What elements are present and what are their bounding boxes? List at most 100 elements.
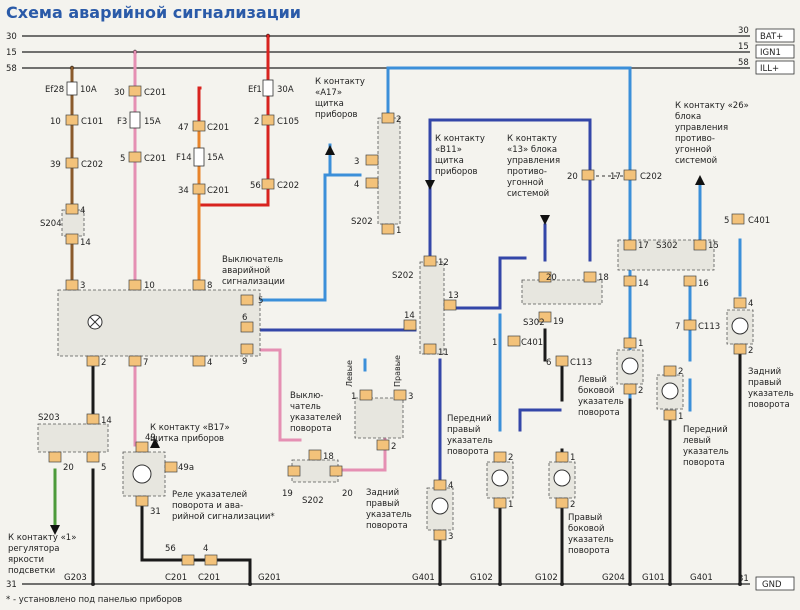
label-left-side-1: Левый <box>578 375 607 385</box>
splice-s202-upper-label: S202 <box>351 217 373 227</box>
pin-label: 49а <box>178 463 194 473</box>
pin-label: 10 <box>50 117 61 127</box>
label-a17-4: приборов <box>315 110 358 120</box>
pin-label: 18 <box>598 273 609 283</box>
label-rear-right-4: поворота <box>366 521 408 531</box>
label-c26-4: противо- <box>675 134 715 144</box>
label-hazard-switch-2: аварийной <box>222 266 270 276</box>
pin-label: 14 <box>638 279 649 289</box>
pin-label: 5 <box>724 216 729 226</box>
pin-label: 19 <box>553 317 564 327</box>
label-rear-right-b-4: поворота <box>748 400 790 410</box>
lamp-rear-right-2-body <box>726 309 754 345</box>
arrow-c26-icon <box>695 175 705 185</box>
pin-label: 4 <box>207 358 212 368</box>
bus-bat-number-left: 30 <box>6 32 17 42</box>
turn-signal-switch-body <box>354 397 404 439</box>
pin-label: 6 <box>546 358 551 368</box>
pin-label: 1 <box>570 453 575 463</box>
ground-g101-label: G101 <box>642 573 665 583</box>
pin-label: 2 <box>570 500 575 510</box>
connector-c401-label: C401 <box>521 338 543 348</box>
label-front-left-1: Передний <box>683 425 728 435</box>
connector-c201-label: C201 <box>144 88 166 98</box>
pin-label: 18 <box>323 452 334 462</box>
connector-c201-label: C201 <box>207 123 229 133</box>
connector-c105-label: C105 <box>277 117 299 127</box>
label-c13-5: угонной <box>507 178 544 188</box>
connector-c202-label: C202 <box>81 160 103 170</box>
label-b11-4: приборов <box>435 167 478 177</box>
pin-label: 34 <box>178 186 189 196</box>
label-left-side-2: боковой <box>578 386 615 396</box>
label-front-right-3: указатель <box>447 436 493 446</box>
pin-label: 2 <box>391 442 396 452</box>
pin-label: 3 <box>448 532 453 542</box>
label-b11-1: К контакту <box>435 134 485 144</box>
diagram-title: Схема аварийной сигнализации <box>6 3 301 22</box>
label-a17-3: щитка <box>315 99 344 109</box>
pin-label: 19 <box>282 489 293 499</box>
label-c26-1: К контакту «26» <box>675 101 749 111</box>
pin-label: 56 <box>165 544 176 554</box>
ground-g102-label-2: G102 <box>535 573 558 583</box>
pin-label: 6 <box>242 313 247 323</box>
pin-label: 2 <box>748 346 753 356</box>
label-front-right-1: Передний <box>447 414 492 424</box>
label-left-position: Левые <box>345 360 354 387</box>
label-c26-2: блока <box>675 112 701 122</box>
connector-c202-label: C202 <box>277 181 299 191</box>
pin-label: 4 <box>448 481 453 491</box>
pin-label: 2 <box>678 367 683 377</box>
label-rear-right-1: Задний <box>366 488 399 498</box>
connector-c201-label: C201 <box>165 573 187 583</box>
bus-ign-number-left: 15 <box>6 48 17 58</box>
lamp-left-side-icon <box>621 357 639 375</box>
pin-label: 9 <box>242 357 247 367</box>
connector-markers <box>48 85 747 566</box>
label-c26-5: угонной <box>675 145 712 155</box>
arrow-b17-icon <box>150 438 160 448</box>
pin-label: 5 <box>120 154 125 164</box>
pin-label: 4 <box>354 180 359 190</box>
pin-label: 1 <box>508 500 513 510</box>
ground-g203-label: G203 <box>64 573 87 583</box>
fuse-ef1-name: Ef1 <box>248 85 262 95</box>
splice-s202-lower-label: S202 <box>392 271 414 281</box>
pin-label: 10 <box>144 281 155 291</box>
pin-label: 30 <box>114 88 125 98</box>
bus-ill-number-right: 58 <box>738 58 749 68</box>
bus-bat-number-right: 30 <box>738 26 749 36</box>
fuse-ef1-rating: 30A <box>277 85 294 95</box>
pin-label: 14 <box>80 238 91 248</box>
connector-c202-label: C202 <box>640 172 662 182</box>
label-left-side-3: указатель <box>578 397 624 407</box>
pin-label: 5 <box>101 463 106 473</box>
label-turn-switch-1: Выклю- <box>290 391 323 401</box>
label-relay-1: Реле указателей <box>172 490 247 500</box>
label-hazard-switch-1: Выключатель <box>222 255 283 265</box>
pin-label: 8 <box>207 281 212 291</box>
label-relay-2: поворота и ава- <box>172 501 243 511</box>
pin-label: 7 <box>675 322 680 332</box>
pin-label: 2 <box>396 115 401 125</box>
splice-s302-mid <box>521 279 603 305</box>
label-c13-1: К контакту <box>507 134 557 144</box>
bus-ign-tag: IGN1 <box>760 48 781 58</box>
label-right-side-1: Правый <box>568 513 602 523</box>
pin-label: 7 <box>143 358 148 368</box>
connector-labels: Ef28 10A 10 C101 39 C202 4 S204 14 3 30 … <box>38 85 770 583</box>
footnote: * - установлено под панелью приборов <box>6 595 182 605</box>
label-c13-6: системой <box>507 189 549 199</box>
pin-label: 15 <box>708 241 719 251</box>
label-a17-1: К контакту <box>315 77 365 87</box>
pin-label: 12 <box>438 258 449 268</box>
splice-s202-relay-label: S202 <box>302 496 324 506</box>
bus-gnd-number-left: 31 <box>6 580 17 590</box>
pin-label: 17 <box>638 241 649 251</box>
bus-gnd-number-right: 31 <box>738 574 749 584</box>
pin-label: 1 <box>638 339 643 349</box>
label-rear-right-3: указатель <box>366 510 412 520</box>
pin-label: 1 <box>351 392 356 402</box>
